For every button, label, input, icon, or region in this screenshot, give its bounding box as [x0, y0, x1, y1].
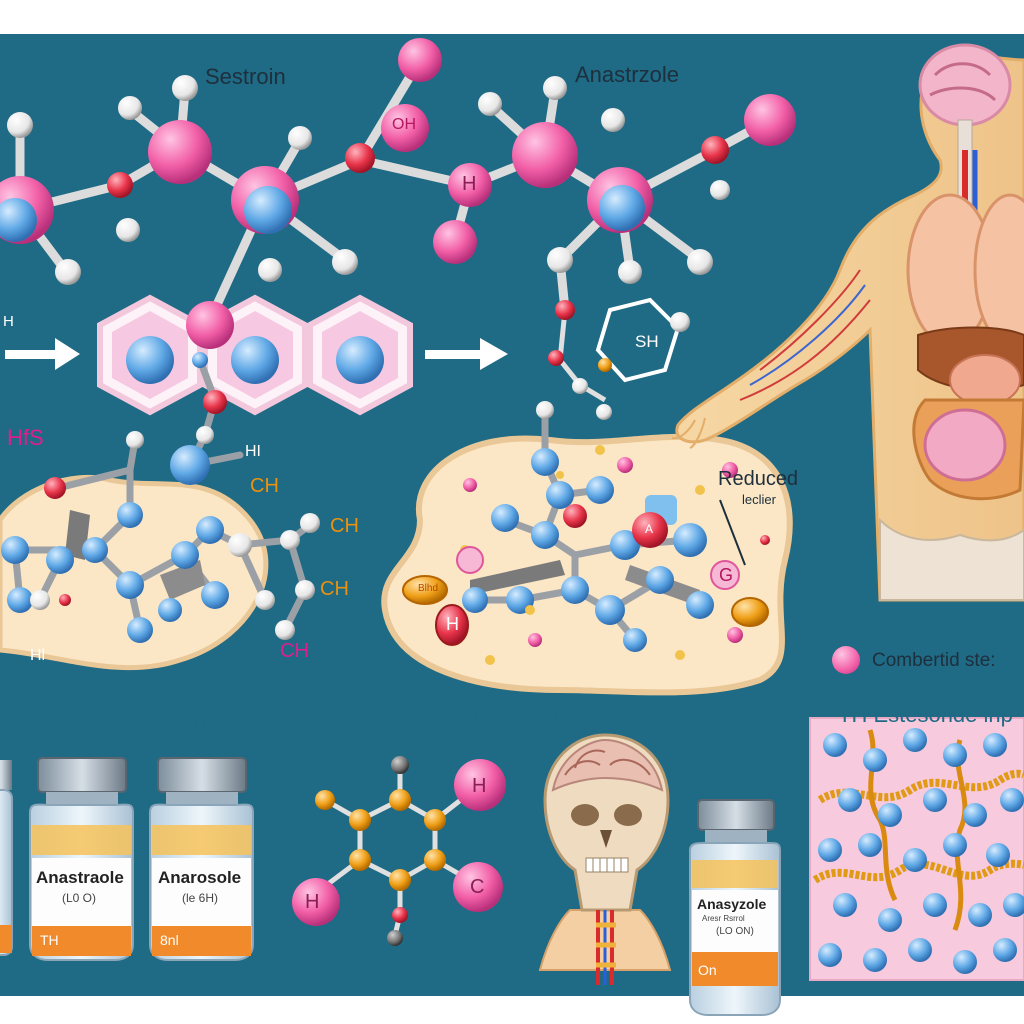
vial-partial-left	[0, 760, 13, 956]
label-reduced: Reduced	[718, 468, 799, 490]
tissue-cell	[986, 843, 1010, 867]
tissue-cells	[818, 728, 1024, 974]
tissue-cell	[993, 938, 1017, 962]
tissue-cell	[1003, 893, 1024, 917]
tissue-panel	[809, 717, 1024, 981]
vial-3-small: Aresr Rsrrol	[702, 914, 745, 923]
vial-3-name: Anasyzole	[697, 896, 767, 912]
tissue-cell	[833, 893, 857, 917]
label-h-node: H	[462, 173, 477, 195]
tissue-cell	[923, 893, 947, 917]
tissue-cell	[863, 948, 887, 972]
tissue-cell	[1000, 788, 1024, 812]
tissue-cell	[963, 803, 987, 827]
vial-3-sub: (LO ON)	[716, 926, 754, 937]
tissue-cell	[943, 743, 967, 767]
small-mol-label-left-h: H	[305, 891, 320, 913]
label-hl: Hl	[30, 647, 46, 664]
skull-illustration	[538, 733, 672, 985]
tissue-cell	[818, 838, 842, 862]
label-oval-1: Blhd	[418, 583, 439, 594]
legend-pink-dot	[832, 646, 860, 674]
vial-anastraole	[29, 757, 134, 961]
label-cell-a: A	[645, 522, 654, 536]
tissue-cell	[858, 833, 882, 857]
hexagon-atoms	[126, 301, 384, 384]
label-cell-g: G	[719, 565, 734, 585]
vial-1-name: Anastraole	[36, 868, 124, 887]
tissue-cell	[878, 908, 902, 932]
vial-2-sub: (le 6H)	[182, 891, 219, 905]
label-reduced-sub: leclier	[742, 492, 776, 507]
label-ch-2: CH	[330, 515, 359, 537]
vial-3-band: On	[698, 962, 717, 978]
tissue-cell	[818, 943, 842, 967]
label-anastrzole: Anastrzole	[575, 62, 679, 87]
label-hfs: HfS	[7, 425, 44, 450]
tissue-cell	[923, 788, 947, 812]
vial-2-name: Anarosole	[158, 868, 242, 887]
tissue-cell	[983, 733, 1007, 757]
middle-cell-molecule	[402, 401, 770, 665]
section-title-left: ed indided estogren	[0, 706, 207, 733]
vial-anarosole	[149, 757, 254, 961]
label-sestroin: Sestroin	[205, 64, 286, 89]
top-molecule-atoms	[0, 38, 796, 285]
label-combertid: Combertid ste:	[872, 650, 996, 671]
small-mol-label-top-h: H	[472, 775, 487, 797]
label-oh-node: OH	[392, 116, 416, 133]
tissue-cell	[903, 848, 927, 872]
label-left-h: H	[3, 313, 14, 330]
vial-2-band: 8nl	[160, 932, 179, 948]
tissue-cell	[943, 833, 967, 857]
tissue-cell	[908, 938, 932, 962]
label-ch-3: CH	[320, 578, 349, 600]
middle-cell-blob	[381, 433, 793, 696]
vial-anasyzole	[689, 799, 781, 1016]
section-title-middle: Steroid-indused estogrent	[440, 704, 692, 729]
label-hi: HI	[245, 443, 261, 460]
tissue-cell	[968, 903, 992, 927]
label-th-estesonde: TH Estesonde inp	[838, 702, 1013, 727]
small-mol-label-right-c: C	[470, 876, 485, 898]
label-cell-h: H	[446, 614, 459, 634]
left-molecule	[1, 352, 320, 643]
vial-1-sub: (L0 O)	[62, 891, 97, 905]
reaction-arrows	[5, 338, 508, 370]
vial-1-band: TH	[40, 932, 59, 948]
human-anatomy	[671, 43, 1024, 602]
sh-ring	[548, 297, 690, 420]
label-ch-1: CH	[250, 475, 279, 497]
tissue-cell	[838, 788, 862, 812]
tissue-cell	[863, 748, 887, 772]
label-sh: SH	[635, 332, 659, 351]
small-hexagon-molecule	[292, 756, 506, 946]
tissue-cell	[903, 728, 927, 752]
reduced-callout-line	[719, 499, 746, 566]
tissue-cell	[953, 950, 977, 974]
tissue-cell	[823, 733, 847, 757]
tissue-cell	[878, 803, 902, 827]
label-ch-4: CH	[280, 640, 309, 662]
